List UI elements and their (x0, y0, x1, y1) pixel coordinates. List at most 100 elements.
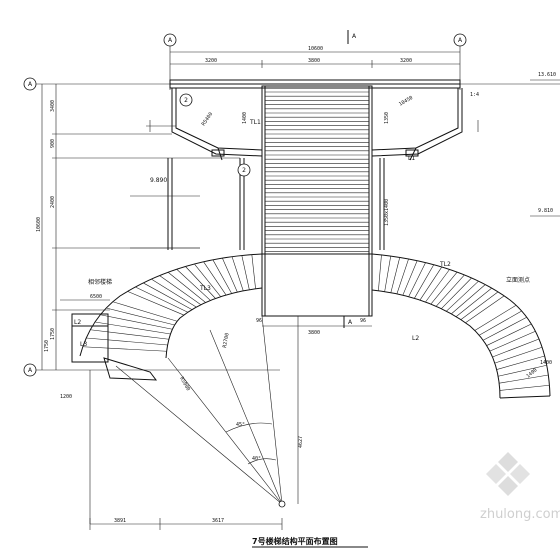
curved-tread (112, 301, 178, 322)
label-angle-b: 40° (252, 456, 261, 462)
label-angle-a: 45° (236, 422, 245, 428)
label-tl1: TL1 (249, 119, 261, 126)
label-right-note: 立面测点 (506, 276, 530, 284)
watermark: zhulong.com (480, 452, 560, 522)
label-elev-top: 13.610 (538, 72, 556, 78)
dim-left-total: 10600 (36, 217, 42, 232)
curved-tread (414, 264, 435, 299)
svg-text:2: 2 (184, 97, 188, 104)
curved-tread (231, 256, 244, 291)
label-slope: 1:4 (470, 92, 479, 98)
grid-circle-2-upper: 2 (179, 93, 193, 107)
curved-tread (159, 275, 202, 306)
curved-tread (460, 291, 499, 320)
curved-tread (378, 254, 382, 291)
curved-tread (384, 256, 391, 292)
label-r-big: R5000 (178, 376, 191, 392)
label-left-small: 9.890 (150, 177, 167, 184)
curved-tread (499, 374, 549, 384)
curved-tread (185, 266, 216, 299)
curved-tread (489, 330, 536, 352)
curved-tread (474, 304, 517, 331)
dim-bottom-left: 3891 (114, 518, 126, 524)
curved-tread (94, 321, 171, 335)
label-r-arc: R2700 (222, 332, 231, 348)
curved-flights (79, 253, 551, 399)
curved-tread (494, 346, 543, 364)
radial-construction (115, 315, 286, 508)
label-l3: L3 (80, 341, 87, 348)
label-tl2: TL2 (439, 261, 451, 268)
curved-tread (151, 278, 197, 308)
curved-tread (203, 261, 227, 296)
dim-left-1: 3400 (50, 100, 56, 112)
section-mark-lower: A (343, 316, 353, 328)
curved-tread (408, 262, 426, 297)
label-tl3: TL3 (199, 285, 211, 292)
curved-tread (482, 316, 527, 341)
curved-tread (465, 295, 505, 323)
svg-text:A: A (352, 33, 357, 40)
grid-circle-2-lower: 2 (237, 163, 251, 177)
curved-tread (106, 307, 175, 326)
section-mark-top: A (347, 30, 357, 44)
axis-bubble-top-left: A (163, 33, 177, 47)
curved-tread (396, 258, 409, 294)
svg-text:2: 2 (242, 167, 246, 174)
drawing-title: 7号楼梯结构平面布置图 (252, 536, 338, 546)
dim-left-2: 900 (50, 139, 56, 148)
dim-bottom-right: 3617 (212, 518, 224, 524)
curved-tread (479, 310, 522, 336)
curved-tread (419, 266, 442, 301)
curved-tread (486, 323, 532, 346)
svg-text:A: A (28, 81, 33, 88)
curved-tread (425, 269, 450, 303)
label-step-left: 1400 (242, 112, 248, 124)
dim-left-4: 1750 (50, 328, 56, 340)
label-l1: L1 (408, 155, 415, 162)
svg-text:A: A (168, 37, 173, 44)
label-step-mid: 1350 (384, 112, 390, 124)
curved-tread (496, 355, 545, 370)
curved-tread (251, 254, 256, 289)
curved-tread (100, 314, 173, 330)
curved-tread (455, 287, 492, 317)
dim-top-total: 10600 (308, 46, 323, 52)
curved-tread (492, 338, 540, 358)
svg-text:A: A (458, 37, 463, 44)
dim-96-a: 96 (256, 318, 262, 324)
curved-tread (499, 384, 550, 391)
dim-right-2: 1400 (540, 360, 552, 366)
watermark-text: zhulong.com (480, 507, 560, 522)
label-span-right: 10450 (398, 95, 414, 108)
axis-bubble-top-right: A (453, 33, 467, 47)
dim-96-b: 96 (360, 318, 366, 324)
curved-tread (446, 280, 479, 312)
curved-tread (135, 286, 188, 313)
curved-tread (498, 364, 547, 377)
dim-left-3: 2400 (50, 196, 56, 208)
curved-tread (441, 277, 472, 309)
label-vert-dim: 4627 (298, 436, 304, 448)
dim-top-right: 3200 (400, 58, 412, 64)
curved-tread (451, 284, 486, 315)
label-l2: L2 (74, 319, 81, 326)
straight-stair (261, 85, 373, 255)
label-elev-mid: 9.810 (538, 208, 553, 214)
curved-tread (143, 282, 193, 310)
label-l-right: L2 (412, 335, 419, 342)
curved-tread (167, 272, 206, 303)
curved-tread (402, 260, 418, 296)
svg-text:A: A (28, 367, 33, 374)
label-left-dim-b: 1750 (44, 340, 50, 352)
curved-tread (90, 329, 169, 340)
curved-tread (194, 263, 221, 297)
axis-bubble-left-lower: A (23, 363, 37, 377)
curved-tread (241, 255, 250, 290)
dim-top-mid: 3800 (308, 58, 320, 64)
curved-tread (430, 271, 458, 305)
curved-tread (176, 269, 211, 301)
dim-bottom-mid: 3800 (308, 330, 320, 336)
